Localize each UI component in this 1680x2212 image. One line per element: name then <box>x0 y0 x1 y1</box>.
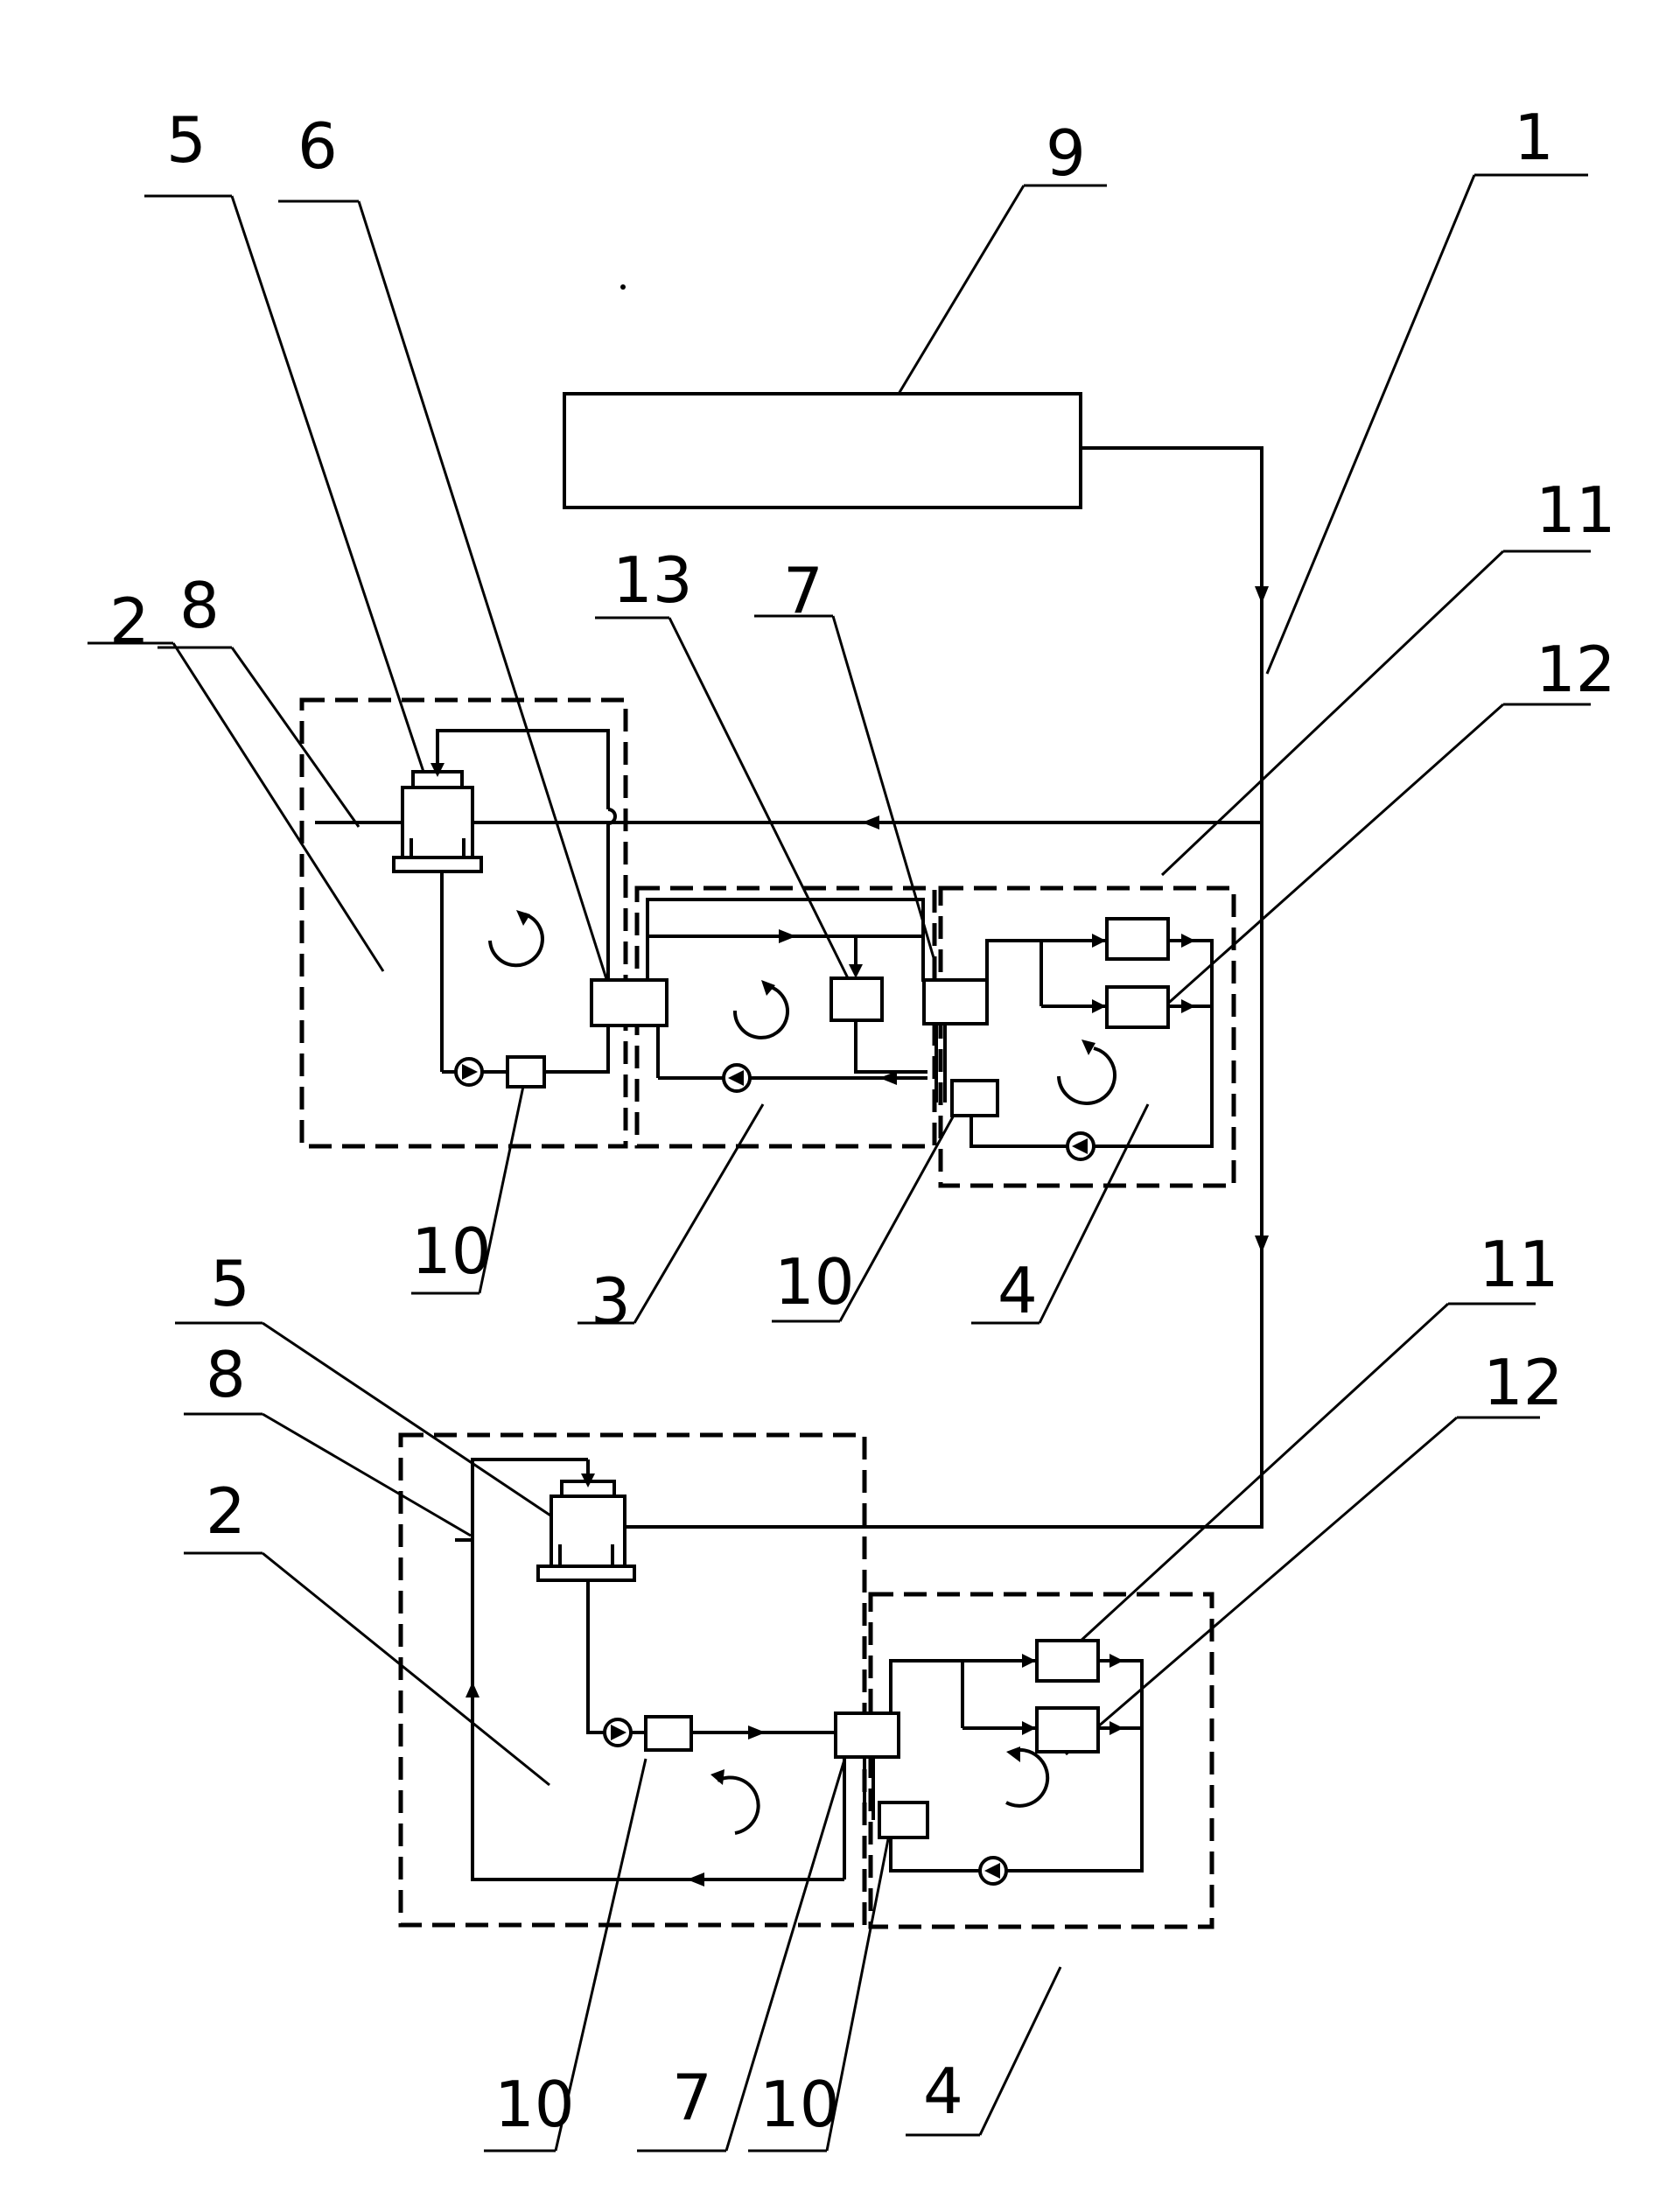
pump-icon <box>454 1057 484 1087</box>
label-2-bottom: 2 <box>206 1474 246 1548</box>
source-tank-9 <box>563 392 1082 509</box>
label-2-top: 2 <box>109 584 150 658</box>
label-4-bottom: 4 <box>923 2054 963 2128</box>
unit-11-bottom <box>1035 1639 1100 1683</box>
leader-lines <box>88 173 1591 2152</box>
unit-12-top <box>1105 985 1170 1029</box>
upper-module-2-piping <box>436 729 617 1074</box>
heat-exchanger-7-top <box>922 978 989 1026</box>
label-10-bottom-mid: 10 <box>760 2068 840 2141</box>
rotation-icon <box>732 980 789 1040</box>
label-10-top-mid: 10 <box>774 1245 855 1319</box>
heat-exchanger-6 <box>590 978 668 1027</box>
label-5-top: 5 <box>166 103 206 177</box>
label-12-bottom: 12 <box>1483 1346 1564 1419</box>
rotation-icon <box>1005 1746 1050 1808</box>
rotation-icon <box>710 1769 760 1835</box>
label-6: 6 <box>298 109 338 183</box>
upper-module-4 <box>938 886 1236 1188</box>
filter-10-upper-mid <box>950 1079 999 1117</box>
pump-icon <box>978 1856 1008 1886</box>
upper-module-3-piping <box>646 898 928 1085</box>
rotation-icon <box>488 910 544 968</box>
upper-module-4-piping <box>970 934 1214 1148</box>
unit-11-top <box>1105 917 1170 961</box>
label-4-top: 4 <box>998 1254 1038 1327</box>
filter-10-upper-left <box>506 1055 546 1088</box>
label-11-top: 11 <box>1536 473 1616 547</box>
stray-dot <box>620 284 626 290</box>
label-8-bottom: 8 <box>206 1338 246 1411</box>
pump-icon <box>1066 1131 1096 1161</box>
lower-module-2 <box>398 1432 867 1928</box>
label-10-top-left: 10 <box>411 1214 492 1288</box>
heat-exchanger-7-bottom <box>834 1712 900 1759</box>
label-5-bottom: 5 <box>210 1247 250 1320</box>
pump-icon <box>722 1063 752 1093</box>
filter-10-lower-mid <box>878 1801 929 1839</box>
label-10-bottom-left: 10 <box>494 2068 575 2141</box>
valve-5-bottom <box>536 1460 636 1582</box>
lower-module-4-piping <box>889 1654 1144 1872</box>
label-7-bottom: 7 <box>672 2061 712 2134</box>
label-8-top: 8 <box>179 569 220 642</box>
label-12-top: 12 <box>1536 633 1616 706</box>
filter-10-lower-left <box>644 1715 693 1752</box>
label-9: 9 <box>1046 116 1086 190</box>
label-13: 13 <box>612 543 693 617</box>
pump-icon <box>603 1718 633 1747</box>
label-11-bottom: 11 <box>1479 1228 1559 1301</box>
label-1: 1 <box>1514 101 1554 174</box>
label-3: 3 <box>591 1264 631 1338</box>
unit-12-bottom <box>1035 1706 1100 1754</box>
unit-13 <box>830 976 884 1022</box>
valve-5-top <box>392 744 483 873</box>
lower-module-4 <box>868 1592 1214 1929</box>
rotation-icon <box>1057 1040 1116 1105</box>
lower-module-2-piping <box>455 1458 846 1886</box>
upper-module-2 <box>299 697 628 1149</box>
